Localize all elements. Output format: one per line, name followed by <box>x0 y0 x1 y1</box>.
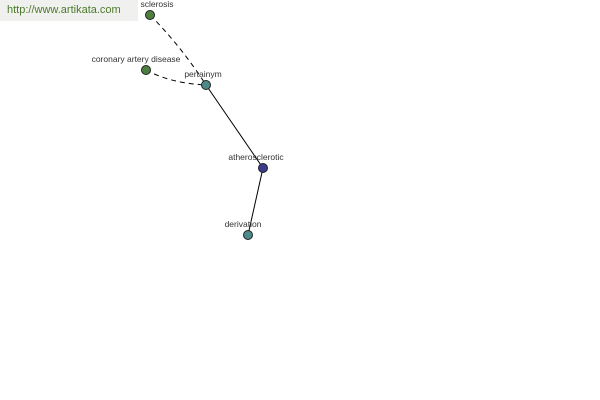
node-sclerosis-label: sclerosis <box>140 0 173 9</box>
node-sclerosis-marker[interactable] <box>145 10 155 20</box>
node-atherosclerotic[interactable]: atherosclerotic <box>228 152 284 173</box>
edge-atherosclerotic-derivation <box>247 167 264 236</box>
graph-nodes: sclerosis coronary artery disease pertai… <box>92 0 284 240</box>
node-derivation-label: derivation <box>225 219 262 229</box>
node-derivation[interactable]: derivation <box>225 219 262 240</box>
node-coronary-artery-disease[interactable]: coronary artery disease <box>92 54 181 75</box>
watermark-link[interactable]: http://www.artikata.com <box>0 0 138 21</box>
node-atherosclerotic-label: atherosclerotic <box>228 152 284 162</box>
edge-cad-pertainym <box>145 69 207 86</box>
node-coronary-artery-disease-label: coronary artery disease <box>92 54 181 64</box>
node-derivation-marker[interactable] <box>243 230 253 240</box>
node-pertainym-marker[interactable] <box>201 80 211 90</box>
edge-pertainym-atherosclerotic <box>205 84 264 169</box>
node-coronary-artery-disease-marker[interactable] <box>141 65 151 75</box>
node-pertainym[interactable]: pertainym <box>184 69 222 90</box>
node-atherosclerotic-marker[interactable] <box>258 163 268 173</box>
graph-edges <box>145 14 264 236</box>
node-sclerosis[interactable]: sclerosis <box>140 0 174 20</box>
node-pertainym-label: pertainym <box>184 69 221 79</box>
